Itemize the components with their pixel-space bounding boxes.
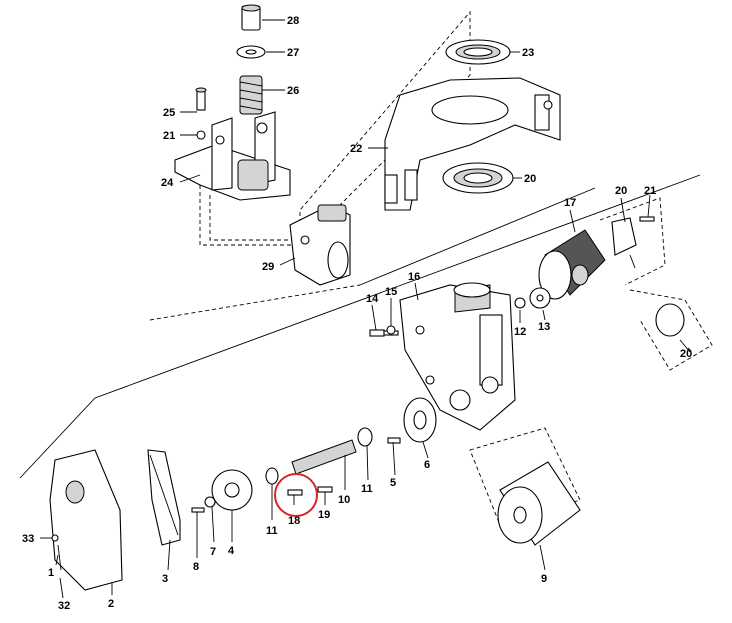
dashed-frame-motor	[599, 197, 713, 371]
key-19	[317, 486, 333, 493]
callout-15: 15	[385, 286, 397, 298]
callout-32: 32	[58, 600, 70, 612]
washer-33	[51, 534, 59, 542]
callout-4: 4	[228, 545, 235, 557]
callout-22: 20	[524, 173, 536, 185]
callout-26: 24	[161, 177, 174, 189]
frame-24	[384, 77, 561, 211]
callout-7: 7	[210, 546, 216, 558]
motor-17	[538, 229, 606, 300]
callout-20a: 20	[615, 185, 627, 197]
highlight-circle	[274, 473, 318, 517]
bolt-8	[191, 507, 205, 513]
callout-28: 26	[287, 85, 299, 97]
gearbox-housing-16	[399, 282, 516, 431]
callout-20b: 20	[680, 348, 692, 360]
cover-2	[49, 449, 123, 591]
callout-30: 28	[287, 15, 299, 27]
cover-6	[403, 397, 437, 443]
washer-7	[204, 496, 216, 508]
brake-20a	[611, 217, 637, 269]
bearing-11b	[357, 427, 373, 447]
wheel-9	[497, 461, 581, 546]
callout-18: 18	[288, 515, 300, 527]
bearing-22	[442, 162, 514, 194]
brake-20b	[655, 303, 691, 353]
callout-10: 10	[338, 494, 350, 506]
shaft-10	[291, 439, 357, 475]
ring-23	[196, 130, 206, 140]
chain-3	[147, 449, 181, 546]
callout-21: 21	[644, 185, 656, 197]
callout-23: 21	[163, 130, 175, 142]
screw-1	[57, 544, 62, 571]
callout-1: 1	[48, 567, 54, 579]
callout-25: 23	[522, 47, 534, 59]
callout-27: 25	[163, 107, 175, 119]
callout-31: 29	[262, 261, 274, 273]
callout-labels: 28 27 26 25 21 24 23 22 20 29 14 15 16 1…	[22, 15, 692, 612]
callout-5: 5	[390, 477, 396, 489]
callout-12: 12	[514, 326, 526, 338]
section-outline	[19, 174, 701, 479]
callout-17: 17	[564, 197, 576, 209]
callout-11a: 11	[266, 525, 278, 537]
callout-6: 6	[424, 459, 430, 471]
caster-31	[289, 204, 351, 286]
washer-15	[386, 325, 396, 335]
screw-21	[639, 216, 655, 222]
dashed-frame-wheel	[469, 427, 581, 526]
bearing-11a	[265, 467, 279, 485]
callout-33: 33	[22, 533, 34, 545]
callout-29: 27	[287, 47, 299, 59]
key-18	[287, 489, 303, 496]
callout-16: 16	[408, 271, 420, 283]
spring-28	[239, 75, 263, 115]
bearing-25	[445, 39, 511, 65]
callout-14: 14	[366, 293, 379, 305]
screw-5	[387, 437, 401, 444]
pin-27	[195, 87, 207, 111]
callout-9: 9	[541, 573, 547, 585]
callout-19: 19	[318, 509, 330, 521]
callout-24: 22	[350, 143, 362, 155]
callout-13: 13	[538, 321, 550, 333]
gear-13	[529, 287, 551, 309]
sprocket-4	[211, 469, 253, 511]
washer-29	[236, 45, 266, 59]
callout-8: 8	[193, 561, 199, 573]
callout-11b: 11	[361, 483, 373, 495]
nut-12	[514, 297, 526, 309]
leader-lines	[40, 19, 691, 599]
callout-2: 2	[108, 598, 114, 610]
bracket-26	[174, 111, 291, 201]
cap-30	[241, 4, 261, 31]
callout-3: 3	[162, 573, 168, 585]
